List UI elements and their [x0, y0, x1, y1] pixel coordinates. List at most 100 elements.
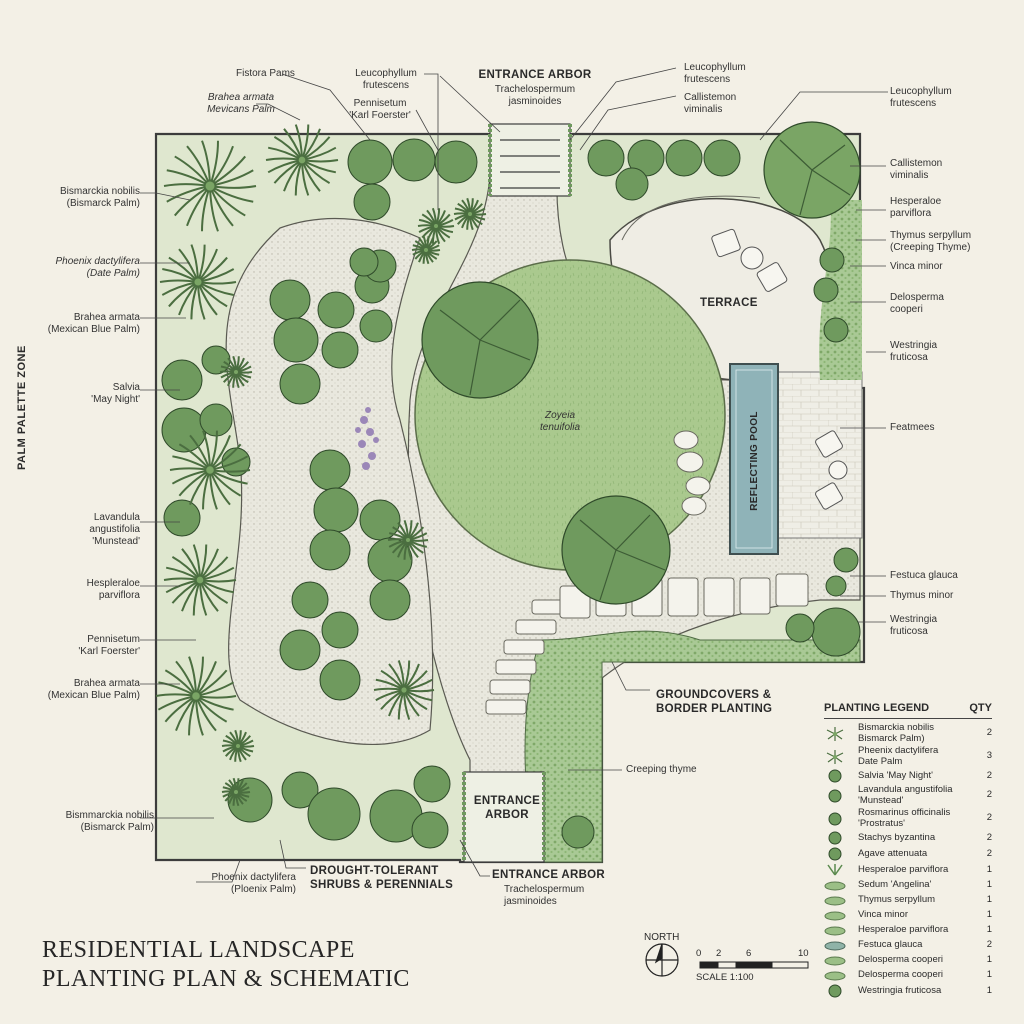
- entrance-arbor-bottom-plant: Trachelospermum jasminoides: [504, 884, 585, 907]
- legend-qty: 2: [986, 769, 992, 781]
- right-label-8: Featmees: [890, 422, 935, 433]
- left-label-8: Brahea armata (Mexican Blue Palm): [47, 678, 140, 701]
- shrub-icon: [824, 769, 846, 783]
- legend-qty: 1: [986, 879, 992, 891]
- groundcover-icon: [824, 926, 846, 936]
- legend-row: Salvia 'May Night'2: [824, 769, 992, 783]
- palm-icon: [163, 544, 237, 616]
- left-label-1: Bismarckia nobilis (Bismarck Palm): [59, 186, 140, 209]
- creeping-thyme-label: Creeping thyme: [626, 764, 697, 775]
- arbor-top: [488, 123, 572, 197]
- top-label-5: Leucophyllum frutescens: [684, 62, 746, 85]
- legend-row: Festuca glauca 2: [824, 939, 992, 952]
- shrub-icon: [824, 984, 846, 998]
- drought-tolerant-label: DROUGHT-TOLERANT SHRUBS & PERENNIALS: [310, 865, 454, 891]
- legend-qty: 1: [986, 969, 992, 981]
- groundcover-icon: [824, 896, 846, 906]
- palm-icon: [169, 430, 251, 510]
- top-label-4: Pennisetum 'Karl Foerster': [349, 98, 411, 121]
- right-label-2: Callistemon viminalis: [890, 158, 943, 181]
- palm-icon: [219, 355, 253, 389]
- legend-plant-name: Rosmarinus officinalis 'Prostratus': [858, 807, 951, 829]
- legend-row: Westringia fruticosa 1: [824, 984, 992, 998]
- top-label-2: Brahea armata Mevicans Palm: [207, 92, 275, 115]
- legend-plant-name: Pheenix dactylifera Date Palm: [858, 745, 939, 767]
- entrance-arbor-top-plant: Trachelospermum jasminoides: [494, 84, 576, 107]
- legend-plant-name: Westringia fruticosa: [858, 984, 942, 996]
- round-shrubs: [161, 138, 861, 849]
- legend-qty: 1: [986, 954, 992, 966]
- legend-plant-name: Delosperma cooperi: [858, 969, 944, 981]
- palm-icon: [159, 244, 237, 320]
- scale-tick-10: 10: [798, 948, 809, 959]
- left-label-2: Phoenix dactylifera (Date Palm): [55, 256, 141, 279]
- palm-icon: [373, 660, 435, 720]
- left-label-6: Hespleraloe parviflora: [86, 578, 140, 601]
- legend-qty: 1: [986, 909, 992, 921]
- legend-row: Thymus serpyllum 1: [824, 894, 992, 907]
- legend-plant-name: Stachys byzantina: [858, 831, 936, 843]
- scale-tick-6: 6: [746, 948, 752, 959]
- right-label-11: Westringia fruticosa: [890, 614, 938, 637]
- scale-bar: [699, 961, 809, 969]
- palm-icon: [453, 197, 487, 231]
- legend-plant-name: Festuca glauca: [858, 939, 923, 951]
- legend-plant-name: Lavandula angustifolia 'Munstead': [858, 784, 953, 806]
- palm-icon: [163, 140, 257, 232]
- legend-qty: 2: [986, 939, 992, 951]
- right-label-4: Thymus serpyllum (Creeping Thyme): [890, 230, 972, 253]
- shrub-icon: [824, 789, 846, 803]
- legend-plant-name: Hesperaloe parviflora: [858, 863, 949, 875]
- legend-row: Sedum 'Angelina' 1: [824, 879, 992, 892]
- legend-qty: 3: [986, 750, 992, 762]
- arbor-bottom: [462, 771, 546, 863]
- lawn-label: Zoyeia tenuifolia: [539, 410, 581, 433]
- left-label-4: Salvia 'May Night': [91, 382, 140, 405]
- scale-label: SCALE 1:100: [696, 972, 754, 983]
- scale-tick-0: 0: [696, 948, 702, 959]
- shrub-icon: [824, 812, 846, 826]
- right-label-9: Festuca glauca: [890, 570, 958, 581]
- reflecting-pool: [729, 363, 779, 555]
- right-label-10: Thymus minor: [890, 590, 954, 601]
- legend-plant-name: Vinca minor: [858, 909, 908, 921]
- groundcover-icon: [824, 881, 846, 891]
- legend-qty: 1: [986, 863, 992, 875]
- legend-row: Delosperma cooperi 1: [824, 969, 992, 982]
- shrub-icon: [824, 847, 846, 861]
- lavender-bed: [355, 407, 379, 470]
- palm-icon: [824, 726, 846, 741]
- entrance-arbor-top-label: ENTRANCE ARBOR: [478, 69, 592, 81]
- terrace-furniture: [711, 228, 848, 510]
- groundcover-icon: [824, 956, 846, 966]
- entrance-arbor-box-label: ENTRANCE ARBOR: [473, 795, 541, 821]
- legend-plant-name: Sedum 'Angelina': [858, 879, 932, 891]
- legend-plant-name: Thymus serpyllum: [858, 894, 936, 906]
- paving: [777, 371, 863, 539]
- grass-icon: [824, 941, 846, 951]
- legend-qty: 1: [986, 894, 992, 906]
- right-label-1: Leucophyllum frutescens: [890, 86, 952, 109]
- top-label-1: Fistora Pams: [236, 68, 295, 79]
- left-label-3: Brahea armata (Mexican Blue Palm): [47, 312, 140, 335]
- left-label-5: Lavandula angustifolia 'Munstead': [89, 512, 140, 547]
- legend-qty: 2: [986, 727, 992, 739]
- leader-lines: [140, 67, 888, 883]
- right-label-5: Vinca minor: [890, 261, 943, 272]
- groundcovers-label: GROUNDCOVERS & BORDER PLANTING: [656, 689, 773, 715]
- legend-qty: 1: [986, 984, 992, 996]
- palm-icon: [411, 235, 441, 265]
- legend-plant-name: Agave attenuata: [858, 847, 928, 859]
- palm-icon: [265, 124, 339, 196]
- right-label-3: Hesperaloe parviflora: [890, 196, 942, 219]
- planting-legend: PLANTING LEGEND QTY Bismarckia nobilis B…: [824, 702, 992, 1000]
- scale: 0 2 6 10 SCALE 1:100: [696, 948, 816, 983]
- legend-row: Vinca minor 1: [824, 909, 992, 922]
- entrance-arbor-bottom-label: ENTRANCE ARBOR: [492, 869, 606, 881]
- legend-qty: 2: [986, 789, 992, 801]
- north-arrow-icon: [645, 943, 679, 977]
- legend-qty: 1: [986, 924, 992, 936]
- legend-row: Lavandula angustifolia 'Munstead' 2: [824, 784, 992, 806]
